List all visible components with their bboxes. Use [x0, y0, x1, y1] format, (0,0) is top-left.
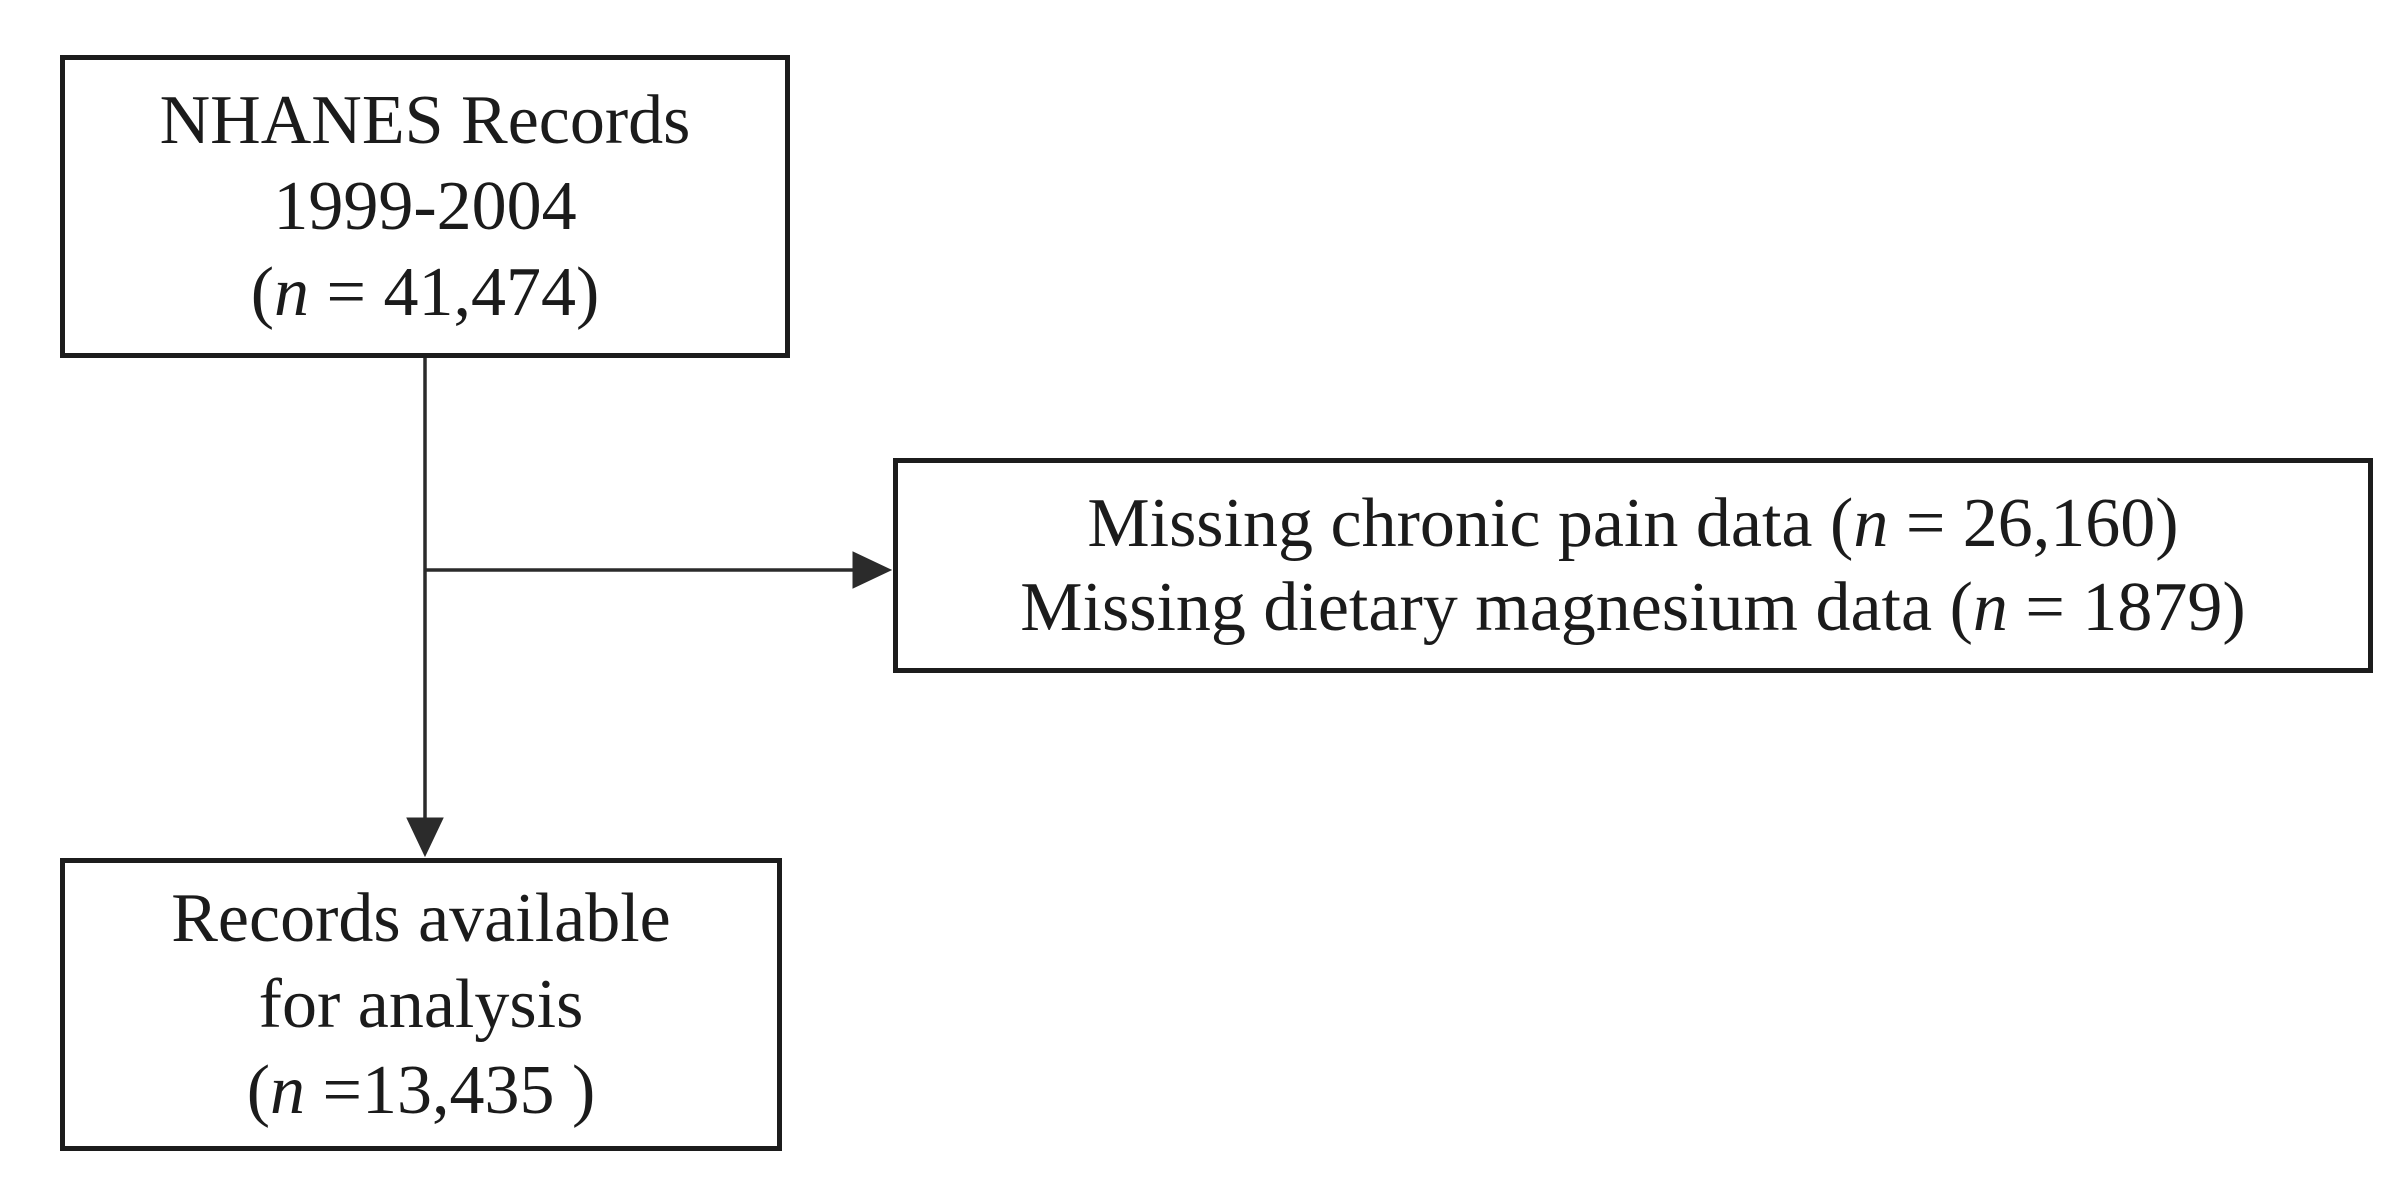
right-arrowhead-icon — [852, 551, 893, 589]
records-available-box: Records available for analysis (n =13,43… — [60, 858, 782, 1151]
box-line: Records available — [171, 876, 671, 962]
line-text: 1999-2004 — [273, 167, 577, 245]
line-text: = 1879) — [2007, 568, 2246, 646]
n-symbol: n — [270, 1051, 305, 1129]
line-text: Missing dietary magnesium data ( — [1020, 568, 1973, 646]
box-line: 1999-2004 — [273, 164, 576, 250]
excluded-records-box: Missing chronic pain data (n = 26,160) M… — [893, 458, 2373, 673]
nhanes-records-box: NHANES Records 1999-2004 (n = 41,474) — [60, 55, 790, 358]
down-arrowhead-icon — [406, 817, 444, 858]
line-text: Missing chronic pain data ( — [1087, 484, 1854, 562]
line-text: Records available — [171, 879, 671, 957]
n-symbol: n — [1972, 568, 2008, 646]
line-text: ( — [250, 253, 274, 331]
n-symbol: n — [274, 253, 309, 331]
box-line: NHANES Records — [160, 78, 691, 164]
line-text: ( — [246, 1051, 270, 1129]
box-line: (n = 41,474) — [251, 250, 600, 336]
box-line: for analysis — [259, 962, 584, 1048]
box-line: (n =13,435 ) — [247, 1048, 596, 1134]
n-symbol: n — [1853, 484, 1889, 562]
line-text: NHANES Records — [159, 81, 691, 159]
line-text: = 26,160) — [1888, 484, 2179, 562]
line-text: =13,435 ) — [305, 1051, 596, 1129]
box-line: Missing chronic pain data (n = 26,160) — [1087, 482, 2178, 566]
line-text: = 41,474) — [309, 253, 600, 331]
box-line: Missing dietary magnesium data (n = 1879… — [1020, 566, 2245, 650]
line-text: for analysis — [258, 965, 584, 1043]
